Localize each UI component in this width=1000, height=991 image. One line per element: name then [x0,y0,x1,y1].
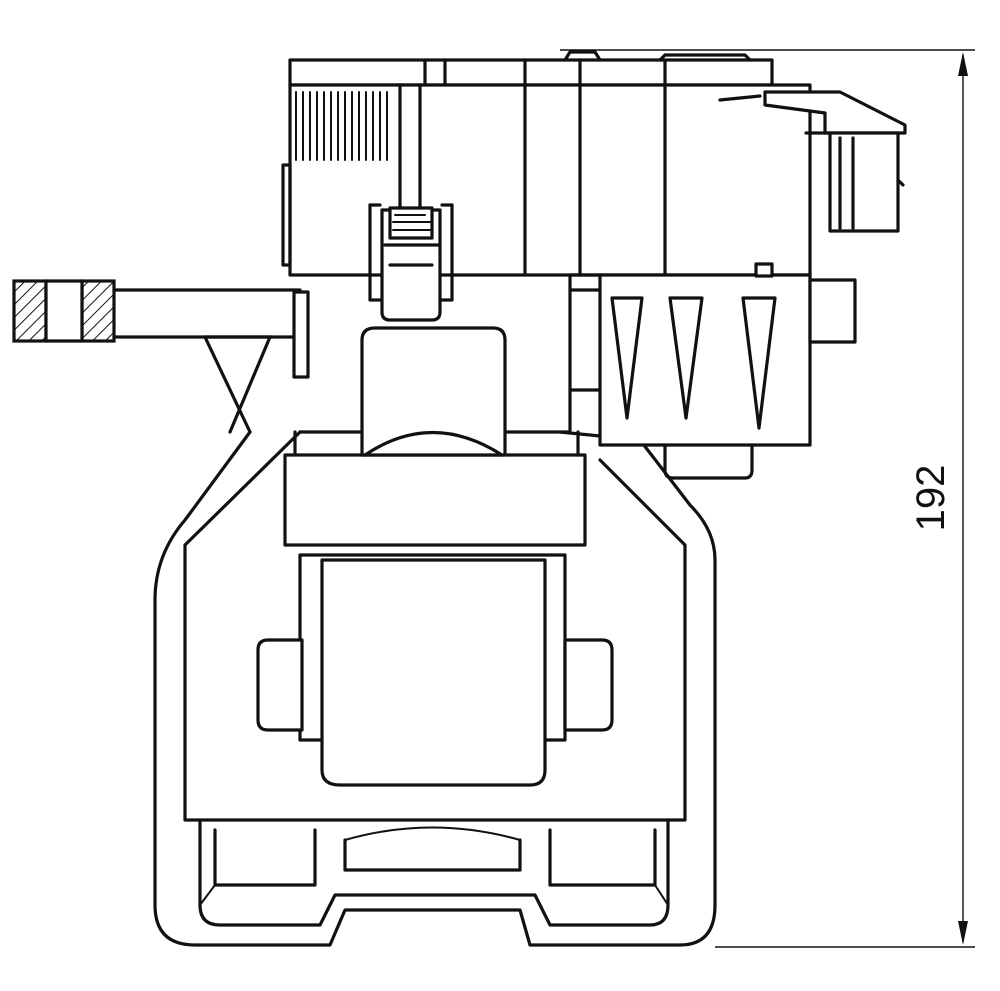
caliper-body [153,335,717,947]
dimension-arrow-top [958,52,968,76]
brake-line-fitting [12,279,310,379]
motor-clamp [368,203,454,322]
dimension-label: 192 [909,465,953,532]
gearbox-housing [568,262,857,480]
electrical-connector [763,90,907,233]
piston-housing [360,326,507,457]
motor-fins [295,91,388,161]
dimension-arrow-bottom [958,921,968,945]
brake-pad [256,553,614,787]
height-dimension: 192 [560,49,975,948]
parking-motor [281,50,812,277]
